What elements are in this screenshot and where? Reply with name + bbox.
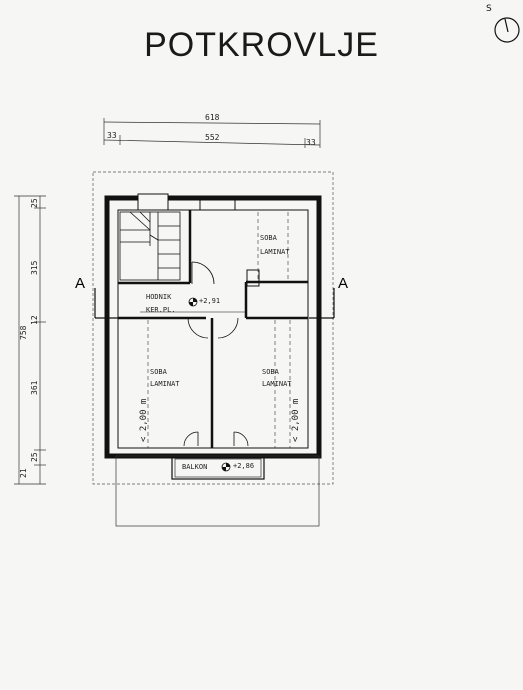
doors	[183, 261, 249, 447]
room-top-right-floor: LAMINAT	[260, 248, 290, 256]
balcony	[171, 456, 265, 480]
dim-top-right: 33	[306, 138, 316, 147]
level-marker-balcony-icon	[221, 462, 231, 472]
dim-left-3: 12	[30, 315, 39, 325]
corridor-floor: KER.PL.	[146, 306, 176, 314]
slope-lines	[147, 212, 291, 448]
height-note-left: < 2,00 m	[139, 399, 149, 442]
room-top-right-name: SOBA	[260, 234, 278, 242]
top-dimensions	[103, 118, 321, 148]
dim-top-left: 33	[107, 131, 117, 140]
dim-left-5: 25	[30, 452, 39, 462]
roof-outline	[92, 171, 334, 485]
corridor-name: HODNIK	[146, 293, 172, 301]
section-line	[94, 288, 335, 319]
dim-left-2: 315	[30, 260, 39, 275]
balcony-name: BALKON	[182, 463, 207, 471]
room-bottom-left-name: SOBA	[150, 368, 168, 376]
height-note-right: < 2,00 m	[291, 399, 301, 442]
chimney	[246, 269, 260, 287]
section-marker-left: A	[75, 275, 85, 292]
level-marker-corridor-icon	[140, 297, 246, 313]
page-title: POTKROVLJE	[144, 26, 379, 64]
roof-overhang	[115, 455, 320, 527]
top-windows	[137, 193, 236, 211]
dim-top-middle: 552	[205, 133, 220, 142]
dim-left-total: 758	[19, 325, 28, 340]
room-bottom-right-floor: LAMINAT	[262, 380, 292, 388]
compass-label: S	[486, 4, 492, 14]
staircase	[119, 211, 181, 281]
room-bottom-right-name: SOBA	[262, 368, 280, 376]
dim-left-6: 21	[19, 468, 28, 478]
corridor-level: +2,91	[199, 297, 220, 305]
interior-walls	[118, 210, 308, 448]
section-marker-right: A	[338, 275, 348, 292]
balcony-level: +2,86	[233, 462, 254, 470]
dim-left-1: 25	[30, 198, 39, 208]
dim-top-total: 618	[205, 113, 220, 122]
dim-left-4: 361	[30, 380, 39, 395]
left-dimensions	[14, 195, 46, 485]
room-bottom-left-floor: LAMINAT	[150, 380, 180, 388]
north-arrow-icon	[494, 17, 520, 43]
